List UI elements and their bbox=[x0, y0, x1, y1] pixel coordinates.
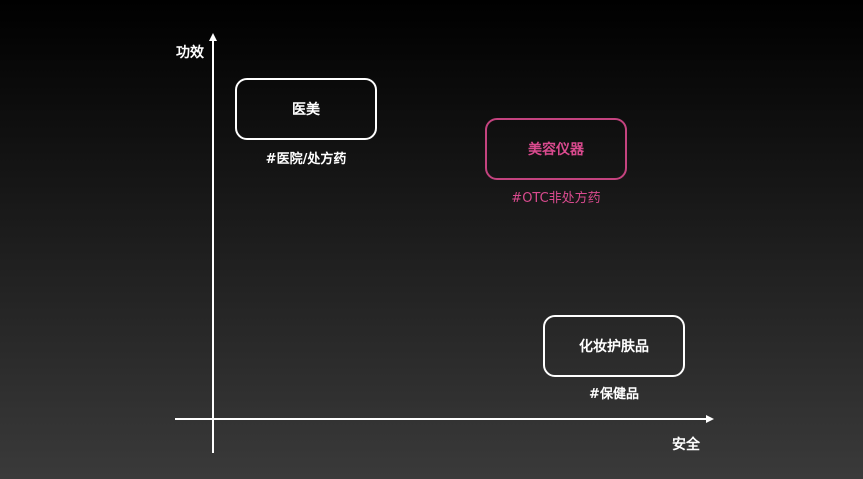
x-axis-line bbox=[175, 418, 708, 420]
beauty-device-tag: #OTC非处方药 bbox=[511, 191, 601, 206]
x-axis-label: 安全 bbox=[672, 437, 700, 453]
medical-aesthetics-box: 医美 bbox=[235, 78, 377, 140]
cosmetics-skincare-box: 化妆护肤品 bbox=[543, 315, 685, 377]
x-axis-arrow-icon bbox=[706, 415, 714, 423]
beauty-device-box: 美容仪器 bbox=[485, 118, 627, 180]
y-axis-line bbox=[212, 40, 214, 453]
y-axis-label: 功效 bbox=[176, 45, 204, 61]
y-axis-arrow-icon bbox=[209, 33, 217, 41]
medical-aesthetics-tag: #医院/处方药 bbox=[265, 152, 347, 167]
cosmetics-skincare-tag: #保健品 bbox=[589, 387, 639, 402]
